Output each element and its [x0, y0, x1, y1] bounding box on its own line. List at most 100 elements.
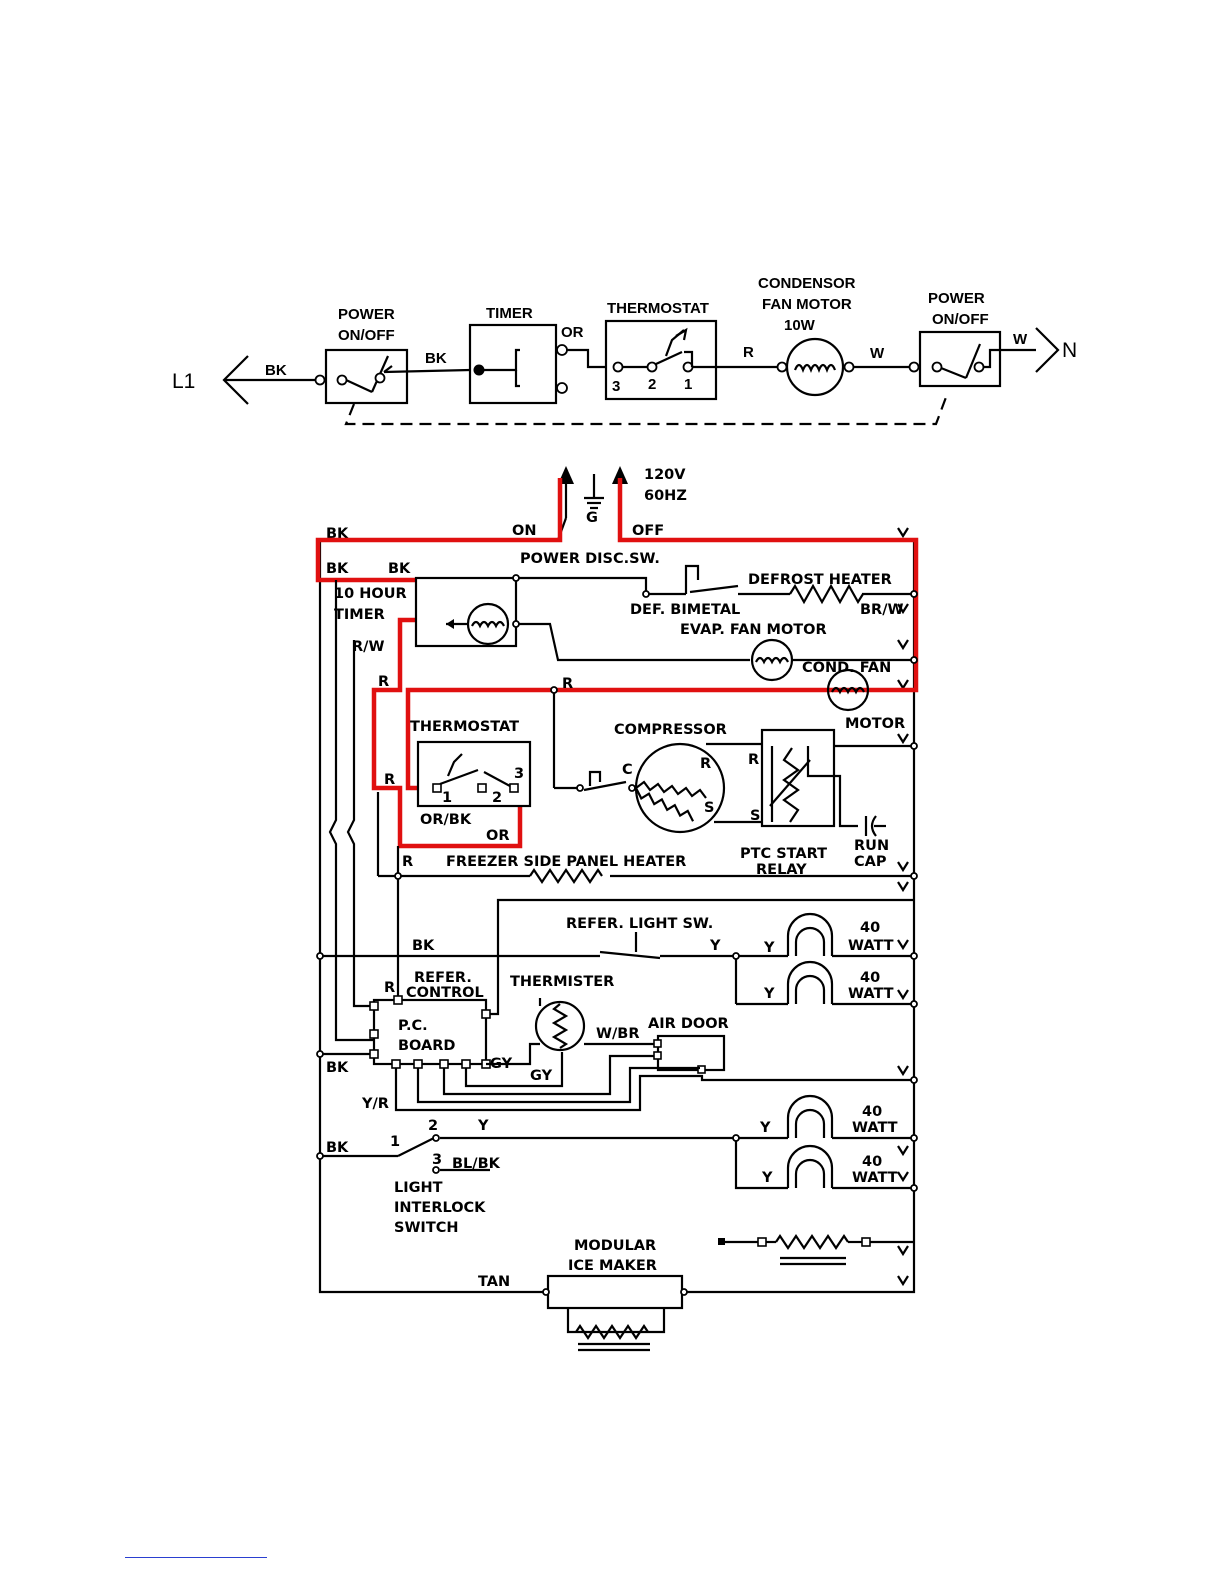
- terminal: [732, 1134, 740, 1142]
- arrow: [612, 466, 628, 484]
- wire-label-y5: Y: [759, 1120, 771, 1136]
- wire-label-r-d: R: [402, 854, 413, 870]
- wire: [516, 622, 750, 662]
- ice-maker-box: [546, 1274, 684, 1310]
- def-bimetal-label: DEF. BIMETAL: [630, 602, 740, 618]
- lamp1-watt-2: WATT: [848, 938, 894, 954]
- switch-blade: [964, 343, 982, 379]
- terminal: [861, 1237, 871, 1247]
- thermister-icon: [534, 1000, 586, 1052]
- terminal: [413, 1059, 423, 1069]
- wire-label-tan: TAN: [478, 1274, 510, 1290]
- power-left-title-2: ON/OFF: [338, 327, 395, 344]
- wire-label-y4: Y: [477, 1118, 489, 1134]
- terminal: [369, 1049, 379, 1059]
- shape: [897, 1145, 909, 1157]
- terminal: [931, 361, 943, 373]
- wire: [769, 759, 811, 807]
- terminal: [432, 1134, 440, 1142]
- power-switch-right: [918, 330, 1002, 388]
- power-disc-sw-label: POWER DISC.SW.: [520, 551, 660, 567]
- evap-fan-motor-label: EVAP. FAN MOTOR: [680, 622, 827, 638]
- switch-blade: [439, 768, 479, 786]
- interlock-term-3: 3: [432, 1152, 442, 1168]
- condensor-fan-motor-icon: [785, 337, 845, 397]
- shape: [786, 1144, 834, 1188]
- shape: [831, 686, 865, 695]
- terminal: [910, 656, 918, 664]
- switch-blade: [940, 366, 967, 380]
- thermostat-label: THERMOSTAT: [410, 719, 519, 735]
- wire: [734, 1138, 788, 1190]
- wire-label-bk-a: BK: [326, 561, 349, 577]
- freezer-heater-label: FREEZER SIDE PANEL HEATER: [446, 854, 686, 870]
- terminal: [653, 1051, 662, 1060]
- terminal: [509, 783, 519, 793]
- timer-title-1: 10 HOUR: [334, 586, 407, 602]
- wire-label-r-c: R: [384, 772, 395, 788]
- lamp2-watt-1: 40: [860, 970, 880, 986]
- terminal: [910, 952, 918, 960]
- thermostat-term-1: 1: [684, 376, 692, 393]
- wire-label-bk-d: BK: [326, 1060, 349, 1076]
- thermostat-term-3: 3: [514, 766, 524, 782]
- air-door-label: AIR DOOR: [648, 1016, 729, 1032]
- terminal: [757, 1237, 767, 1247]
- lamp-40w-3: [786, 1094, 914, 1140]
- wire-label-w-br: W/BR: [596, 1026, 640, 1042]
- wire-label-r-w: R/W: [352, 639, 384, 655]
- wire-label-y1: Y: [709, 938, 721, 954]
- light-interlock-label-3: SWITCH: [394, 1220, 459, 1236]
- wire-label-bk-b: BK: [388, 561, 411, 577]
- terminal: [336, 374, 348, 386]
- n-label: N: [1062, 339, 1077, 362]
- terminal: [576, 784, 584, 792]
- relay-r-label: R: [748, 752, 759, 768]
- mechanical-linkage: [344, 391, 950, 426]
- wire: [834, 774, 858, 828]
- terminal: [394, 872, 402, 880]
- wire: [806, 746, 834, 778]
- wire: [490, 956, 500, 1016]
- terminal: [477, 783, 487, 793]
- shape: [793, 363, 837, 373]
- def-bimetal-symbol: [684, 564, 700, 594]
- defrost-heater-label: DEFROST HEATER: [748, 572, 892, 588]
- terminal: [374, 372, 386, 384]
- wire: [416, 1066, 700, 1104]
- terminal: [512, 574, 520, 582]
- terminal: [481, 1009, 491, 1019]
- lamp4-watt-2: WATT: [852, 1170, 898, 1186]
- shape: [794, 1108, 826, 1138]
- thermostat-box: [604, 319, 718, 401]
- wire-label-or: OR: [486, 828, 510, 844]
- terminal: [910, 1184, 918, 1192]
- shape: [471, 620, 505, 629]
- terminal: [910, 1000, 918, 1008]
- lamp2-watt-2: WATT: [848, 986, 894, 1002]
- wire: [394, 1068, 914, 1112]
- shape: [897, 989, 909, 1001]
- condensor-title-1: CONDENSOR: [758, 275, 856, 292]
- shape: [897, 603, 909, 615]
- compressor-s-label: S: [704, 800, 714, 816]
- interlock-term-1: 1: [390, 1134, 400, 1150]
- wire: [516, 576, 686, 596]
- defrost-heater-element: [789, 583, 864, 605]
- timer-title: TIMER: [486, 305, 533, 322]
- wire-right-bus: [684, 542, 916, 1294]
- lamp4-watt-1: 40: [862, 1154, 882, 1170]
- shape: [794, 1158, 826, 1188]
- wire-label-bk-c: BK: [412, 938, 435, 954]
- switch-blade: [345, 379, 373, 393]
- lamp1-watt-1: 40: [860, 920, 880, 936]
- wire-label-y3: Y: [763, 986, 775, 1002]
- wire-label-gy2: GY: [530, 1068, 553, 1084]
- l1-label: L1: [172, 370, 195, 393]
- terminal: [910, 1076, 918, 1084]
- wire-w-to-n: [983, 348, 1036, 369]
- refer-control-label-2: CONTROL: [406, 985, 484, 1001]
- wire: [599, 950, 661, 960]
- top-ladder-diagram: L1 BK POWER ON/OFF BK TIMER OR THERMOSTA…: [172, 275, 1077, 426]
- n-arrow: [1035, 327, 1060, 373]
